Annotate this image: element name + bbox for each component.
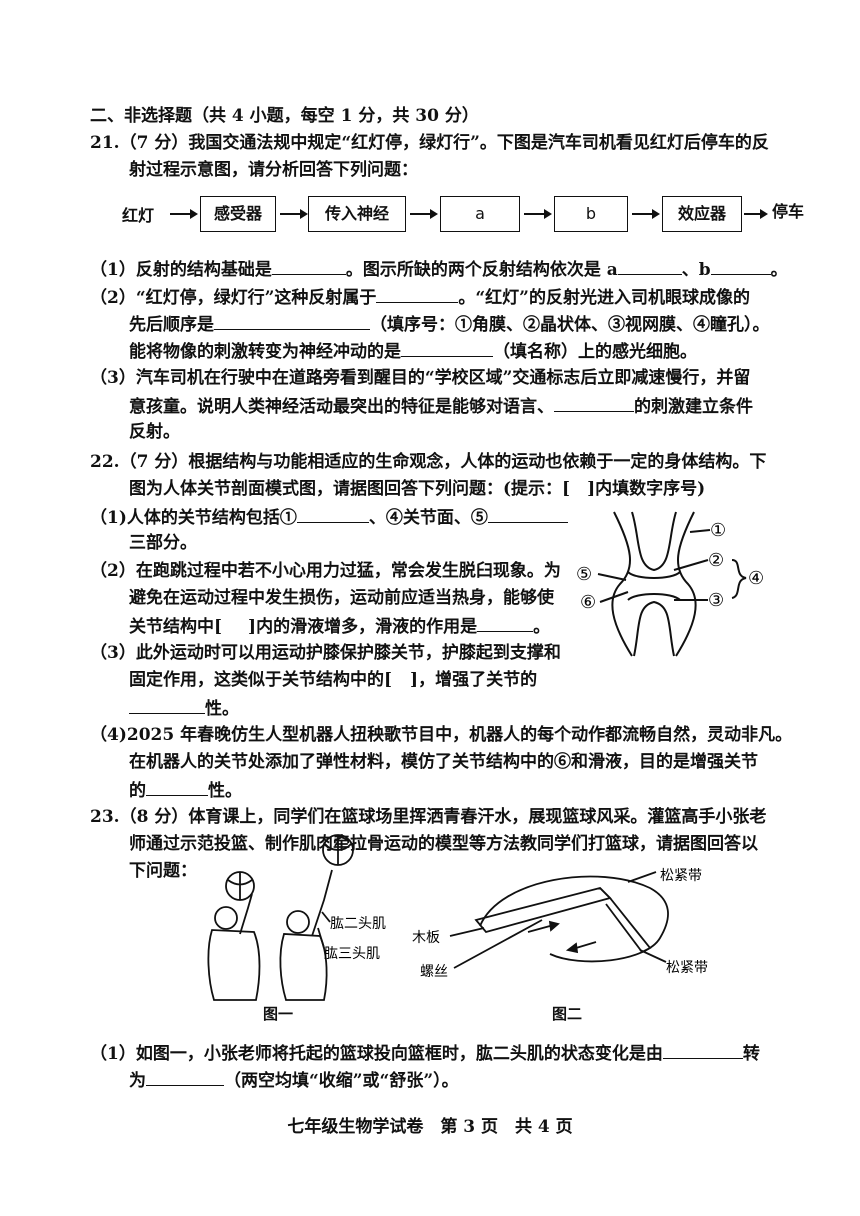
q22-part4-line3: 的性。 bbox=[129, 777, 242, 803]
q21-stem-line2: 射过程示意图，请分析回答下列问题： bbox=[129, 160, 418, 180]
figure2-muscle-model: 松紧带 木板 螺丝 松紧带 bbox=[412, 868, 708, 980]
answer-blank[interactable] bbox=[487, 504, 568, 523]
q21-part2-line2: 先后顺序是（填序号：①角膜、②晶状体、③视网膜、④瞳孔）。 bbox=[129, 311, 770, 337]
answer-blank[interactable] bbox=[477, 613, 534, 632]
q21-part3-line2: 意孩童。说明人类神经活动最突出的特征是能够对语言、的刺激建立条件 bbox=[129, 393, 753, 419]
joint-label-3: ③ bbox=[708, 590, 724, 611]
q22-part2-line3: 关节结构中[]内的滑液增多，滑液的作用是。 bbox=[129, 613, 550, 639]
q23-stem-line2: 师通过示范投篮、制作肌肉牵拉骨运动的模型等方法教同学们打篮球，请据图回答以 bbox=[129, 834, 758, 854]
joint-label-1: ① bbox=[710, 520, 726, 541]
q22-stem-line1: 22.（7 分）根据结构与功能相适应的生命观念，人体的运动也依赖于一定的身体结构… bbox=[90, 452, 767, 472]
answer-blank[interactable] bbox=[271, 256, 346, 275]
flow-end-stop: 停车 bbox=[772, 202, 805, 221]
q21-stem-line1: 21.（7 分）我国交通法规中规定“红灯停，绿灯行”。下图是汽车司机看见红灯后停… bbox=[90, 133, 769, 153]
q22-part1-line1: （1)人体的关节结构包括①、④关节面、⑤ bbox=[90, 504, 568, 530]
joint-diagram: ① ② ③ ④ ⑤ ⑥ bbox=[576, 511, 764, 657]
q23-stem-line3: 下问题： bbox=[129, 861, 197, 881]
fig2-label-elastic-bottom: 松紧带 bbox=[666, 960, 708, 976]
q23-part1-line1: （1）如图一，小张老师将托起的篮球投向篮框时，肱二头肌的状态变化是由转 bbox=[90, 1040, 760, 1066]
q22-stem-line2: 图为人体关节剖面模式图，请据图回答下列问题：(提示：[ ]内填数字序号) bbox=[129, 479, 706, 499]
q21-part3-line3: 反射。 bbox=[129, 422, 180, 442]
q23-part1-line2: 为（两空均填“收缩”或“舒张”）。 bbox=[129, 1067, 459, 1093]
section-title: 二、非选择题（共 4 小题，每空 1 分，共 30 分） bbox=[90, 106, 479, 126]
answer-blank[interactable] bbox=[376, 284, 459, 303]
q22-part3-line3: 性。 bbox=[129, 695, 239, 721]
q22-part3-line1: （3）此外运动时可以用运动护膝保护膝关节，护膝起到支撑和 bbox=[90, 643, 561, 663]
q21-part3-line1: （3）汽车司机在行驶中在道路旁看到醒目的“学校区域”交通标志后立即减速慢行，并留 bbox=[90, 368, 751, 388]
arrow-icon bbox=[410, 209, 438, 219]
flow-box-afferent-nerve: 传入神经 bbox=[308, 196, 406, 232]
joint-label-2: ② bbox=[708, 550, 724, 571]
flow-box-a: a bbox=[440, 196, 520, 232]
fig2-label-screw: 螺丝 bbox=[420, 964, 448, 980]
q22-part4-line1: （4)2025 年春晚仿生人型机器人扭秧歌节目中，机器人的每个动作都流畅自然，灵… bbox=[90, 725, 793, 745]
arrow-icon bbox=[170, 209, 198, 219]
fig2-label-elastic-top: 松紧带 bbox=[660, 868, 702, 884]
q22-part1-line2: 三部分。 bbox=[129, 533, 197, 553]
fig1-label-biceps: 肱二头肌 bbox=[330, 916, 386, 932]
joint-label-6: ⑥ bbox=[580, 592, 596, 613]
figure1-basketball-shot: 肱二头肌 肱三头肌 bbox=[207, 834, 386, 1001]
flow-box-b: b bbox=[554, 196, 628, 232]
fig1-label-triceps: 肱三头肌 bbox=[324, 946, 380, 962]
fig2-caption: 图二 bbox=[552, 1005, 583, 1023]
flow-box-receptor: 感受器 bbox=[200, 196, 276, 232]
q21-part2-line3: 能将物像的刺激转变为神经冲动的是（填名称）上的感光细胞。 bbox=[129, 338, 697, 364]
answer-blank[interactable] bbox=[146, 777, 208, 796]
answer-blank[interactable] bbox=[710, 256, 771, 275]
q23-stem-line1: 23.（8 分）体育课上，同学们在篮球场里挥洒青春汗水，展现篮球风采。灌篮高手小… bbox=[90, 807, 767, 827]
q22-part4-line2: 在机器人的关节处添加了弹性材料，模仿了关节结构中的⑥和滑液，目的是增强关节 bbox=[129, 752, 758, 772]
page-footer: 七年级生物学试卷 第 3 页 共 4 页 bbox=[287, 1117, 573, 1137]
joint-label-4: ④ bbox=[748, 568, 764, 589]
q22-part2-line1: （2）在跑跳过程中若不小心用力过猛，常会发生脱臼现象。为 bbox=[90, 561, 561, 581]
answer-blank[interactable] bbox=[146, 1067, 224, 1086]
fig1-caption: 图一 bbox=[263, 1005, 294, 1023]
flow-start-red-light: 红灯 bbox=[122, 206, 155, 225]
joint-label-5: ⑤ bbox=[576, 564, 592, 585]
reflex-flow-diagram: 红灯 感受器 传入神经 a b 效应器 bbox=[122, 196, 768, 240]
fig2-label-board: 木板 bbox=[412, 930, 440, 946]
flow-box-effector: 效应器 bbox=[662, 196, 742, 232]
arrow-icon bbox=[524, 209, 552, 219]
q21-part1: （1）反射的结构基础是。图示所缺的两个反射结构依次是 a、b。 bbox=[90, 256, 788, 282]
arrow-icon bbox=[632, 209, 660, 219]
answer-blank[interactable] bbox=[617, 256, 682, 275]
answer-blank[interactable] bbox=[214, 311, 370, 330]
q22-part2-line2: 避免在运动过程中发生损伤，运动前应适当热身，能够使 bbox=[129, 588, 554, 608]
q22-part3-line2: 固定作用，这类似于关节结构中的[]，增强了关节的 bbox=[129, 670, 538, 690]
arrow-icon bbox=[744, 209, 768, 219]
q21-part2-line1: （2）“红灯停，绿灯行”这种反射属于。“红灯”的反射光进入司机眼球成像的 bbox=[90, 284, 750, 310]
answer-blank[interactable] bbox=[296, 504, 369, 523]
answer-blank[interactable] bbox=[662, 1040, 743, 1059]
answer-blank[interactable] bbox=[401, 338, 493, 357]
arrow-icon bbox=[280, 209, 308, 219]
answer-blank[interactable] bbox=[129, 695, 205, 714]
answer-blank[interactable] bbox=[554, 393, 634, 412]
